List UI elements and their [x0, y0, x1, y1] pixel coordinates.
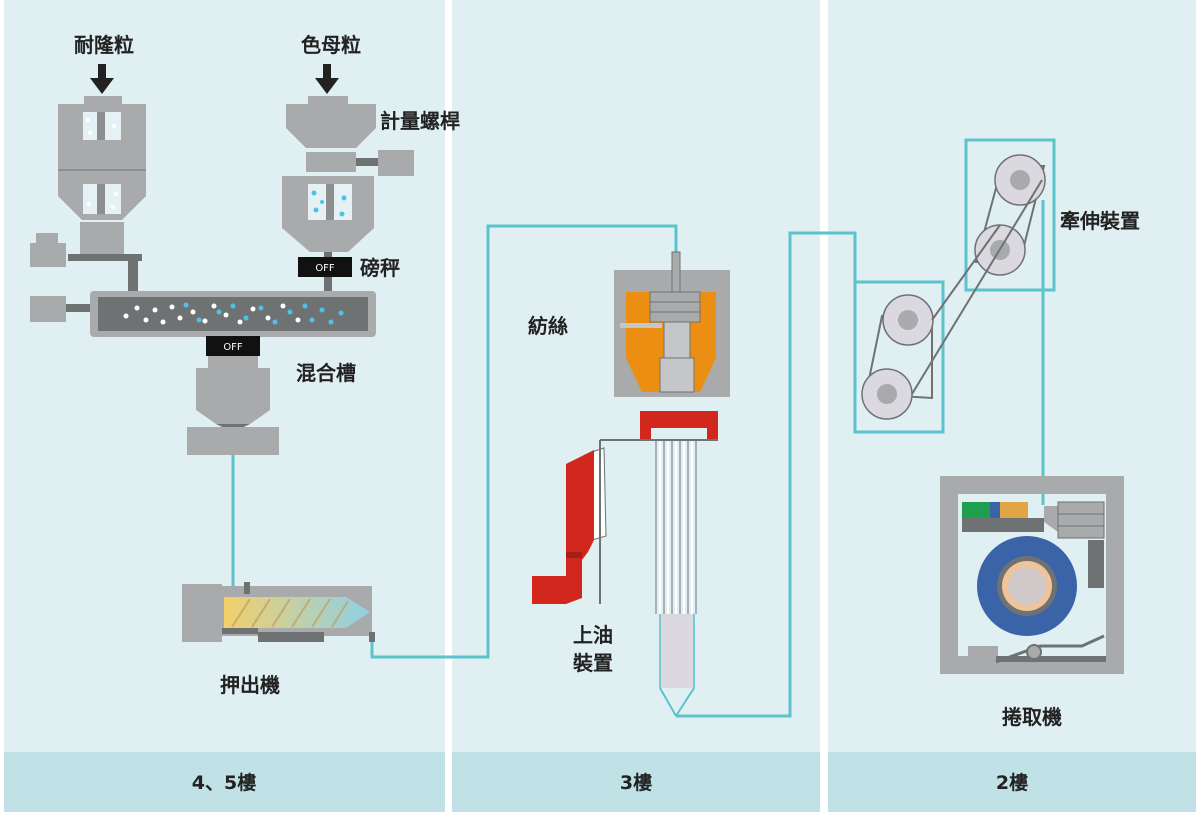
scale-switch-text: OFF — [315, 263, 335, 274]
label-masterbatch: 色母粒 — [301, 33, 361, 57]
floor-bar-3 — [452, 752, 820, 812]
label-oiling-line1: 上油 — [573, 623, 613, 647]
label-scale: 磅秤 — [360, 256, 400, 280]
extruder — [182, 582, 375, 642]
label-mixing-tank: 混合槽 — [296, 361, 356, 385]
floor-label-3: 3樓 — [620, 771, 652, 794]
arrow-down-icon — [315, 64, 339, 94]
arrow-down-icon — [90, 64, 114, 94]
motor-upper — [30, 233, 66, 267]
flow-line-to-drawing — [676, 231, 857, 718]
scale-switch — [298, 257, 352, 277]
label-oiling-line2: 裝置 — [572, 651, 613, 675]
drawing-link-belt — [911, 179, 1043, 395]
label-drawing: 牽伸裝置 — [1060, 209, 1140, 233]
drawing-unit-lower — [853, 280, 945, 434]
drawing-link-belt — [931, 224, 1001, 321]
metering-hopper — [282, 96, 414, 292]
mixer-switch — [206, 336, 260, 356]
label-extruder: 押出機 — [220, 673, 280, 697]
label-winder: 捲取機 — [1002, 705, 1062, 729]
support-bar — [68, 254, 142, 261]
nylon-hopper — [58, 96, 146, 254]
floor-label-45: 4、5樓 — [192, 771, 256, 794]
label-metering-screw: 計量螺桿 — [380, 109, 460, 133]
flow-line-to-spinning — [370, 224, 678, 659]
spinning-unit — [614, 251, 730, 397]
oiling-device — [532, 440, 607, 604]
floor-bar-2 — [828, 752, 1196, 812]
motor-lower — [30, 296, 90, 322]
floor-label-2: 2樓 — [996, 771, 1028, 794]
floor-bar-45 — [4, 752, 445, 812]
filament-guide — [659, 614, 695, 717]
label-spinning: 紡絲 — [528, 314, 568, 338]
mixer-switch-text: OFF — [223, 342, 243, 353]
winder — [940, 476, 1124, 674]
label-nylon-pellets: 耐隆粒 — [74, 33, 134, 57]
spinneret — [600, 411, 718, 614]
mixing-tank — [187, 356, 279, 455]
support-post — [128, 254, 138, 294]
mixing-conveyor — [90, 291, 376, 337]
